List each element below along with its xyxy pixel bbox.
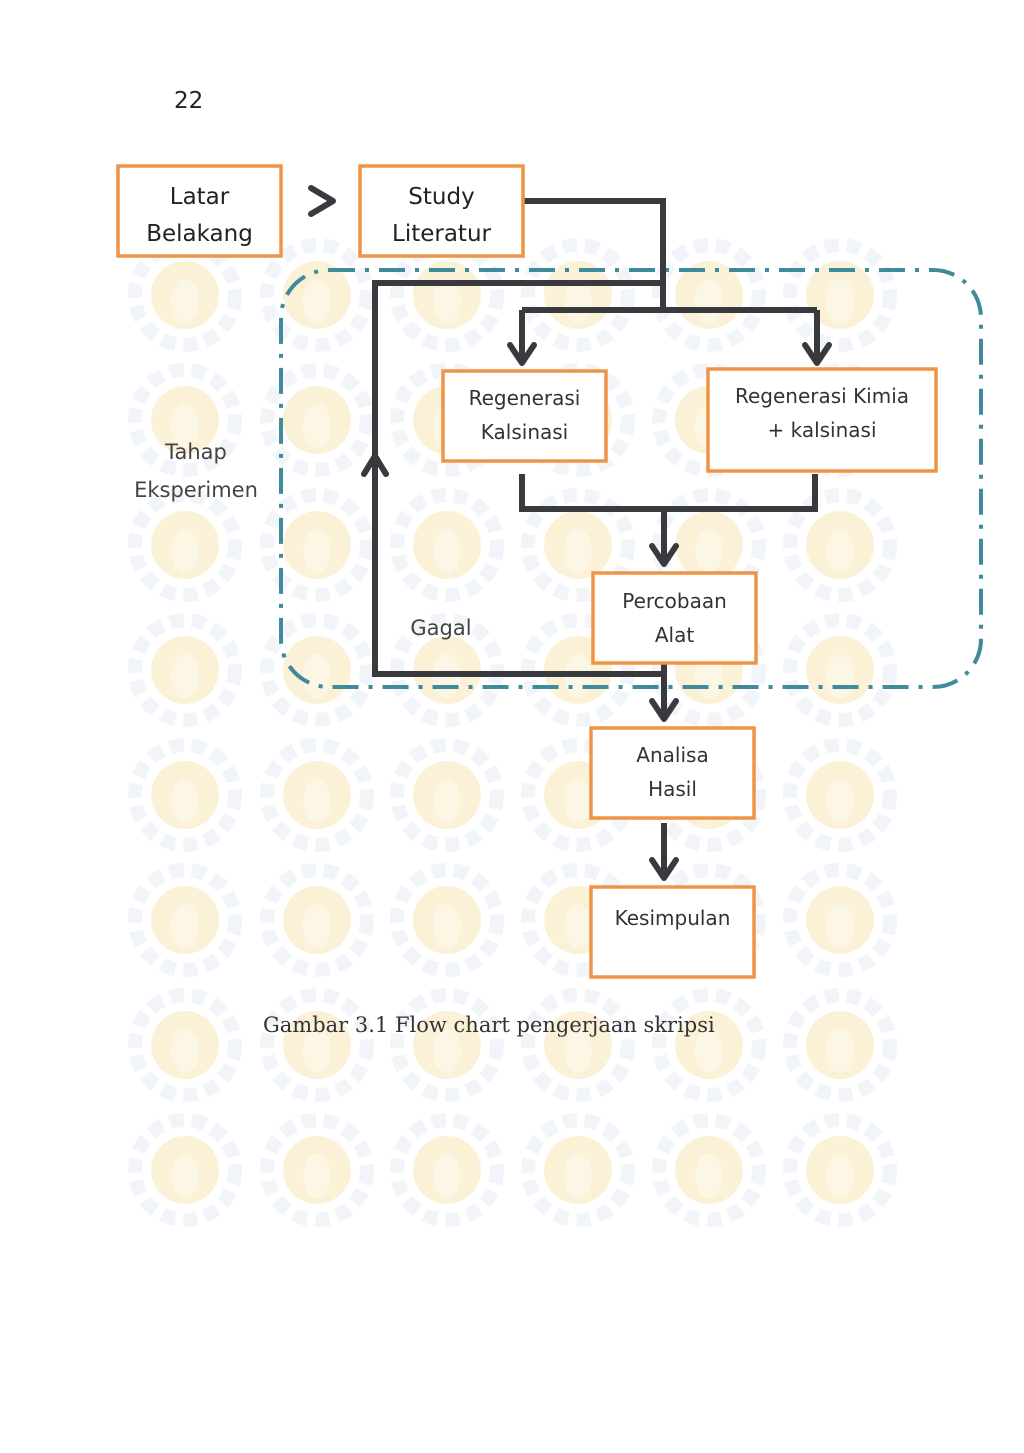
group-box-experiment [279,268,983,689]
watermark-emblem [128,363,242,477]
watermark-emblem [521,1113,635,1227]
watermark-emblem [128,1113,242,1227]
node-kalsinasi-line2: Kalsinasi [481,420,568,444]
figure-caption: Gambar 3.1 Flow chart pengerjaan skripsi [263,1013,715,1037]
node-kalsinasi-line1: Regenerasi [469,386,581,410]
node-latar-belakang: Latar Belakang [116,164,283,258]
watermark-emblem [128,738,242,852]
node-percobaan-line2: Alat [655,623,694,647]
group-label-line2: Eksperimen [134,478,258,502]
watermark-emblem [128,238,242,352]
node-analisa-hasil: Analisa Hasil [589,726,756,820]
node-kesimpulan-line1: Kesimpulan [615,906,731,930]
node-study-line1: Study [408,184,474,210]
arrowhead-kesimpulan [649,857,679,881]
watermark-emblem [390,238,504,352]
watermark-emblem [260,738,374,852]
arrowhead-kimia [802,342,832,366]
watermark-emblem [783,863,897,977]
watermark-emblem [783,738,897,852]
arrowhead-kalsinasi [507,342,537,366]
watermark-emblem [128,988,242,1102]
node-latar-line1: Latar [170,184,230,210]
node-study-line2: Literatur [392,221,492,247]
node-kesimpulan: Kesimpulan [589,885,756,979]
watermark-emblem [783,988,897,1102]
watermark-emblem [260,363,374,477]
watermark-emblem [260,488,374,602]
watermark-emblem [260,988,374,1102]
node-regenerasi-kalsinasi: Regenerasi Kalsinasi [441,369,608,463]
watermark-emblem [652,1113,766,1227]
watermark-emblem [128,488,242,602]
node-analisa-line1: Analisa [636,743,708,767]
edge-kalsinasi-merge [519,474,818,512]
node-percobaan-alat: Percobaan Alat [591,571,758,665]
node-kimia-line2: + kalsinasi [767,418,876,442]
arrowhead-latar-to-study [308,185,336,217]
watermark-emblem [783,1113,897,1227]
watermark-emblem [652,988,766,1102]
watermark-emblem [128,613,242,727]
node-regenerasi-kimia: Regenerasi Kimia + kalsinasi [706,367,938,473]
watermark-emblem [260,863,374,977]
edge-study-to-split [524,198,666,310]
node-analisa-line2: Hasil [648,777,697,801]
watermark-emblem [783,488,897,602]
node-kimia-line1: Regenerasi Kimia [735,384,909,408]
edge-label-fail: Gagal [410,616,471,640]
watermark-emblem [128,863,242,977]
watermark-emblem [260,1113,374,1227]
watermark-emblem [783,238,897,352]
group-label-line1: Tahap [164,440,227,464]
watermark-emblem [390,488,504,602]
watermark-emblem [521,488,635,602]
node-study-literatur: Study Literatur [358,164,525,258]
watermark-emblem [521,988,635,1102]
page-number: 22 [174,88,204,114]
node-latar-line2: Belakang [146,221,253,247]
watermark-emblem [390,988,504,1102]
arrowhead-fail-up [361,453,389,477]
arrowhead-percobaan [649,543,679,567]
watermark-emblem [390,738,504,852]
watermark-emblem [390,863,504,977]
watermark-emblem [390,1113,504,1227]
arrowhead-analisa [649,698,679,722]
node-percobaan-line1: Percobaan [622,589,727,613]
